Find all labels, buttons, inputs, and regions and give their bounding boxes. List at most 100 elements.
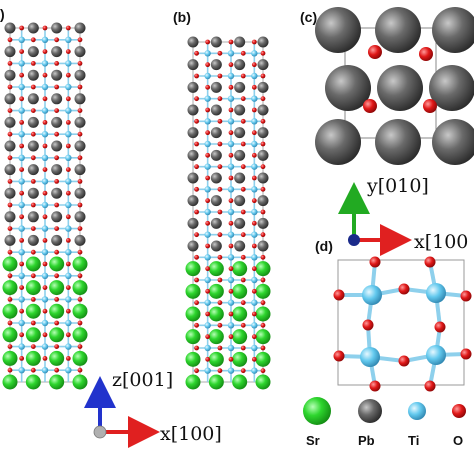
pb-atom (257, 149, 269, 161)
pb-atom (187, 81, 199, 93)
sr-atom (185, 283, 201, 299)
ti-atom (65, 319, 72, 327)
axis-origin (93, 425, 107, 439)
o-atom (194, 186, 200, 192)
pb-atom (27, 22, 39, 34)
pb-atom (27, 69, 39, 81)
pb-atom (51, 93, 63, 105)
o-atom (228, 311, 234, 317)
ti-atom (65, 178, 72, 185)
pb-atom (27, 140, 39, 152)
o-atom (251, 220, 257, 226)
ti-atom (204, 186, 211, 193)
o-atom (42, 214, 48, 220)
pb-atom (74, 211, 86, 223)
o-atom (30, 202, 36, 208)
axis-triad-xz: z[001] x[100] (84, 369, 222, 448)
pb-atom (325, 65, 371, 111)
o-atom (54, 61, 60, 66)
pb-atom (4, 211, 16, 223)
o-atom (251, 152, 257, 158)
o-atom (228, 107, 234, 113)
o-atom (30, 108, 36, 113)
o-atom (251, 356, 257, 362)
sr-atom (208, 283, 224, 299)
o-atom (217, 118, 223, 124)
o-atom (260, 277, 266, 283)
o-atom (260, 186, 266, 192)
o-atom (260, 50, 266, 56)
ti-atom (204, 231, 211, 238)
ti-atom (65, 154, 72, 161)
o-atom (54, 367, 60, 373)
sr-atom (208, 351, 224, 367)
ti-atom (251, 208, 258, 216)
o-atom (65, 72, 71, 78)
sr-atom (255, 329, 271, 345)
o-atom (65, 214, 71, 220)
o-atom (251, 311, 257, 317)
o-atom (240, 232, 246, 238)
sr-atom (25, 350, 41, 366)
o-atom (217, 209, 223, 215)
axis-origin-right (348, 234, 360, 246)
o-atom (42, 356, 48, 361)
o-atom (251, 130, 257, 136)
o-atom (19, 72, 25, 78)
o-atom (240, 368, 246, 374)
o-atom (460, 348, 472, 360)
sr-atom (208, 261, 224, 277)
o-atom (194, 368, 200, 374)
o-atom (228, 356, 234, 362)
o-atom (65, 285, 71, 290)
o-atom (205, 334, 211, 340)
o-atom (240, 118, 246, 124)
o-atom (423, 99, 437, 113)
sr-atom (25, 303, 41, 319)
o-atom (54, 202, 60, 208)
ti-atom (18, 83, 25, 91)
ti-atom (204, 322, 211, 329)
o-atom (42, 49, 48, 54)
ti-atom (227, 140, 235, 148)
pb-atom (4, 187, 16, 199)
pb-atom (234, 172, 246, 184)
pb-atom (210, 81, 222, 93)
o-atom (7, 155, 13, 161)
o-atom (54, 155, 60, 161)
o-atom (228, 266, 234, 272)
o-atom (65, 238, 71, 243)
o-atom (228, 220, 234, 226)
o-atom (7, 202, 13, 208)
ti-atom (204, 254, 211, 261)
pb-atom (234, 104, 246, 116)
o-atom (77, 249, 83, 255)
pb-atom (210, 104, 222, 116)
sr-atom (72, 256, 88, 272)
o-atom (194, 141, 200, 147)
pb-atom (51, 22, 63, 34)
o-atom (205, 107, 211, 113)
ti-atom (65, 201, 72, 209)
o-atom (217, 300, 223, 306)
o-atom (251, 62, 257, 68)
o-atom (424, 256, 436, 268)
ti-atom (204, 95, 211, 102)
o-atom (54, 84, 60, 90)
o-atom (194, 50, 200, 56)
ti-atom (227, 254, 235, 261)
sr-atom (185, 329, 201, 345)
ti-atom (251, 95, 258, 102)
pb-atom (315, 7, 361, 53)
o-atom (205, 152, 211, 158)
ti-atom (204, 72, 211, 80)
o-atom (77, 84, 83, 90)
o-atom (205, 84, 211, 90)
ti-atom (251, 231, 258, 238)
pb-atom (4, 116, 16, 128)
ti-atom (18, 60, 25, 67)
pb-atom (234, 149, 246, 161)
ti-atom (65, 131, 72, 138)
o-atom (54, 226, 60, 232)
ti-atom (41, 249, 49, 256)
